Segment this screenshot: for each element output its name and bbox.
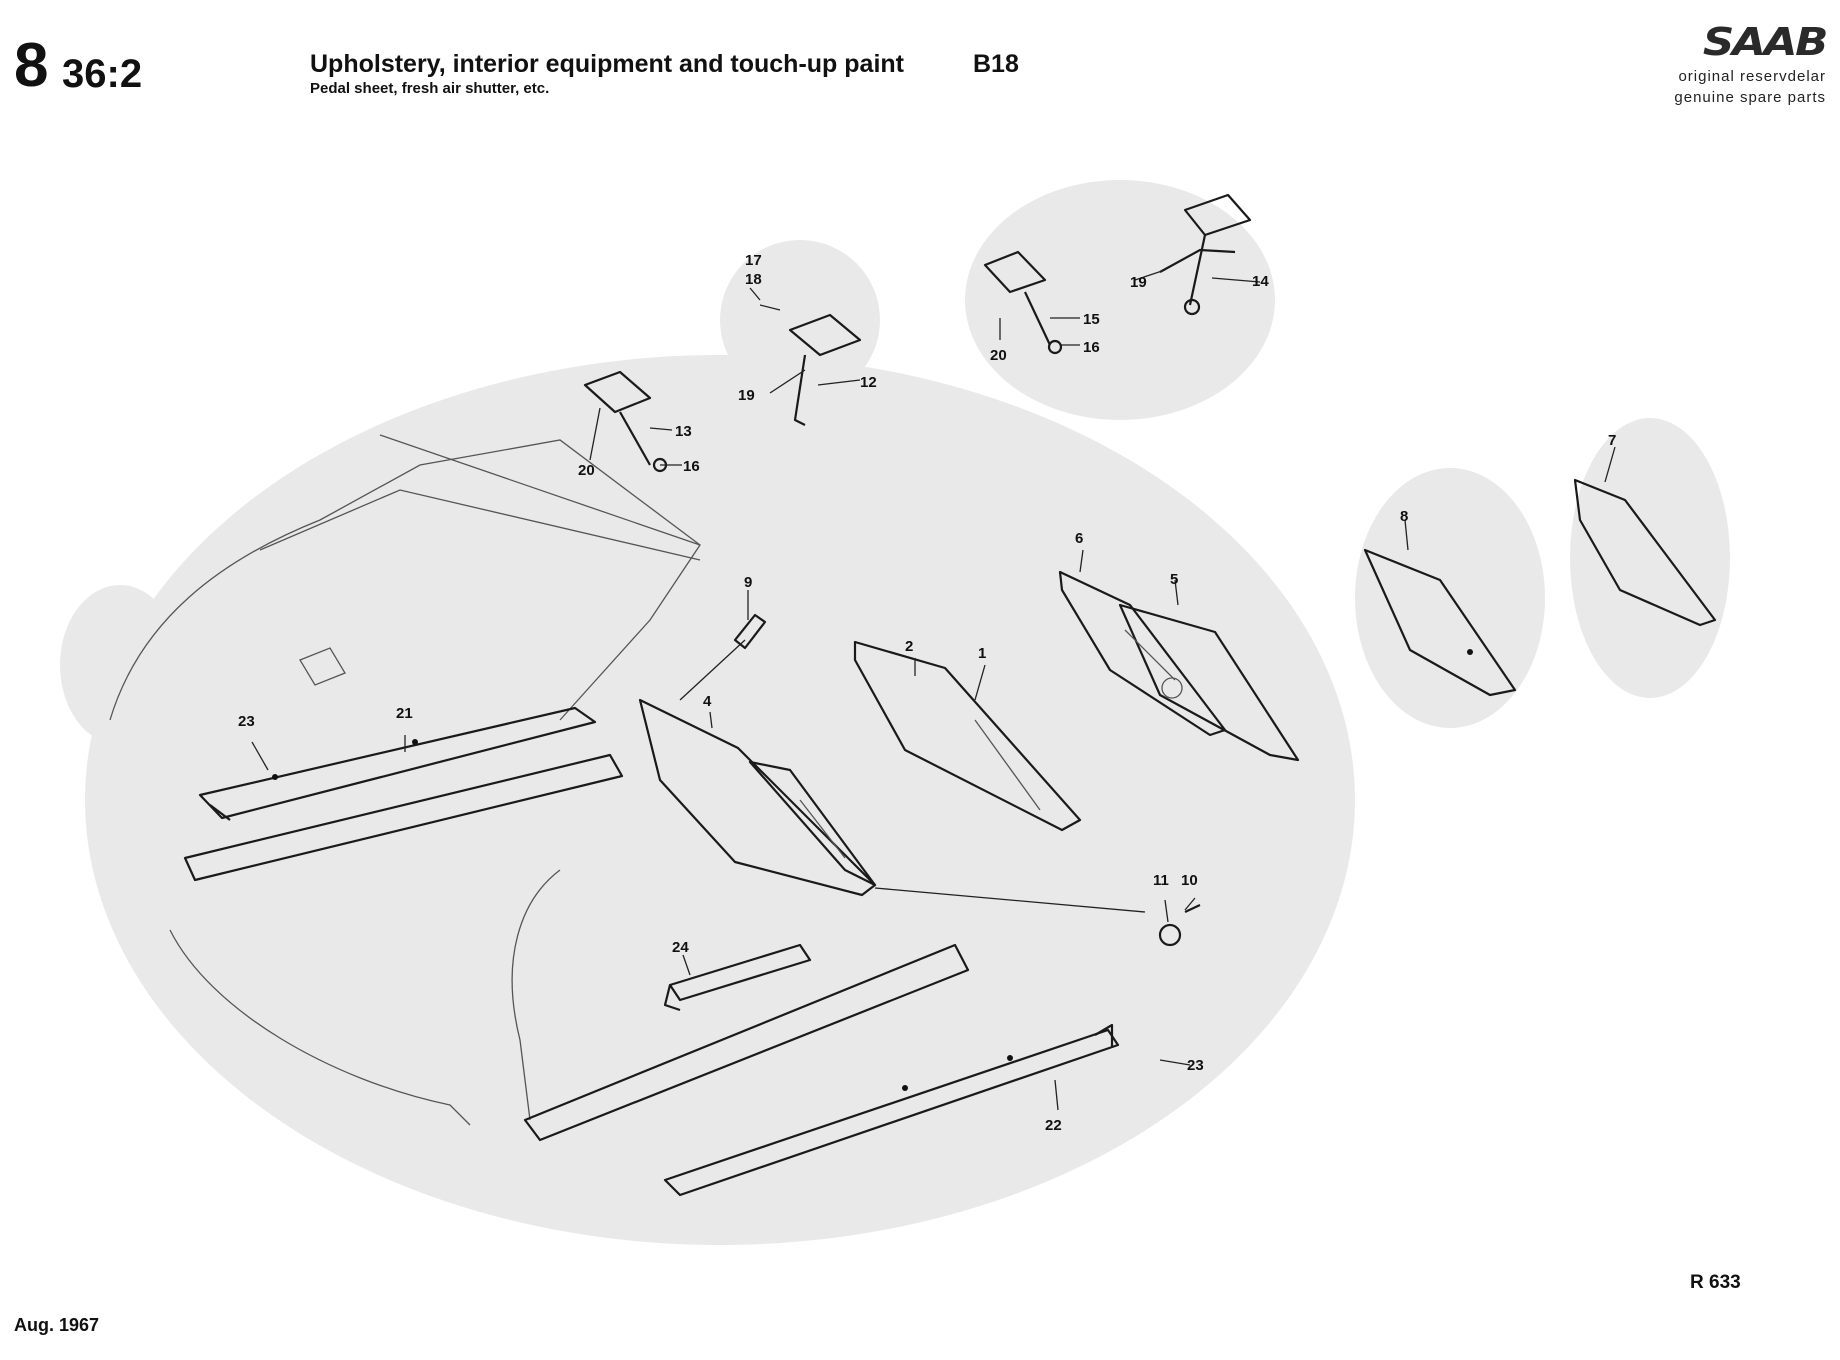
page-number: 36:2 (62, 52, 143, 96)
page-subtitle: Pedal sheet, fresh air shutter, etc. (310, 80, 550, 97)
reference-number: R 633 (1690, 1272, 1741, 1293)
callout-16b: 16 (683, 458, 700, 475)
group-number: 8 (14, 31, 48, 100)
callout-19b: 19 (1130, 274, 1147, 291)
callout-13: 13 (675, 423, 692, 440)
floor-panel-8 (1363, 548, 1517, 697)
callout-24: 24 (672, 939, 689, 956)
cable-10-11 (874, 887, 1201, 947)
callout-11: 11 (1153, 872, 1169, 889)
callout-2: 2 (905, 638, 913, 655)
floor-panel-5 (1118, 603, 1300, 762)
fresh-air-shutter-9 (679, 613, 767, 701)
shutter-pedal-14 (1159, 193, 1252, 316)
brand-block: SAAB original reservdelar genuine spare … (1674, 20, 1829, 106)
callout-1: 1 (978, 645, 986, 662)
callout-17: 17 (745, 252, 762, 269)
shutter-pedal-15 (983, 250, 1063, 355)
callout-9: 9 (744, 574, 752, 591)
pedal-sheet-4 (638, 698, 877, 897)
issue-date: Aug. 1967 (14, 1315, 100, 1335)
callout-10: 10 (1181, 872, 1198, 889)
callout-15: 15 (1083, 311, 1100, 328)
callout-21: 21 (396, 705, 413, 722)
diagram-background (60, 180, 1730, 1245)
callout-8: 8 (1400, 508, 1408, 525)
floor-opening (299, 647, 346, 686)
sill-cover-left (183, 753, 624, 882)
callout-7: 7 (1608, 432, 1616, 449)
callout-23a: 23 (238, 713, 255, 730)
model-code: B18 (973, 50, 1019, 78)
callout-6: 6 (1075, 530, 1083, 547)
brand-line-english: genuine spare parts (1674, 89, 1826, 106)
car-body-outline (109, 434, 701, 1126)
callout-12: 12 (860, 374, 877, 391)
page-title: Upholstery, interior equipment and touch… (310, 50, 904, 78)
callout-20b: 20 (990, 347, 1007, 364)
callout-22: 22 (1045, 1117, 1062, 1134)
saab-logo: SAAB (1702, 20, 1829, 64)
callout-leaders (251, 269, 1616, 1111)
callout-14: 14 (1252, 273, 1269, 290)
callout-18: 18 (745, 271, 762, 288)
brand-line-swedish: original reservdelar (1678, 68, 1826, 85)
callout-23b: 23 (1187, 1057, 1204, 1074)
floor-panel-2 (853, 640, 1082, 832)
bracket-24 (663, 943, 812, 1012)
shutter-pedal-12 (769, 313, 862, 426)
sill-strip-left (198, 706, 597, 821)
sill-strip-right (663, 1023, 1120, 1197)
callout-16a: 16 (1083, 339, 1100, 356)
sill-cover-right (523, 943, 970, 1142)
callout-5: 5 (1170, 571, 1178, 588)
callout-labels: 2 1 4 6 5 8 7 9 10 11 12 13 14 15 16 16 … (238, 252, 1616, 1134)
floor-panel-6 (1058, 570, 1227, 737)
callout-20a: 20 (578, 462, 595, 479)
callout-4: 4 (703, 693, 712, 710)
callout-19a: 19 (738, 387, 755, 404)
floor-panel-7 (1573, 478, 1717, 627)
